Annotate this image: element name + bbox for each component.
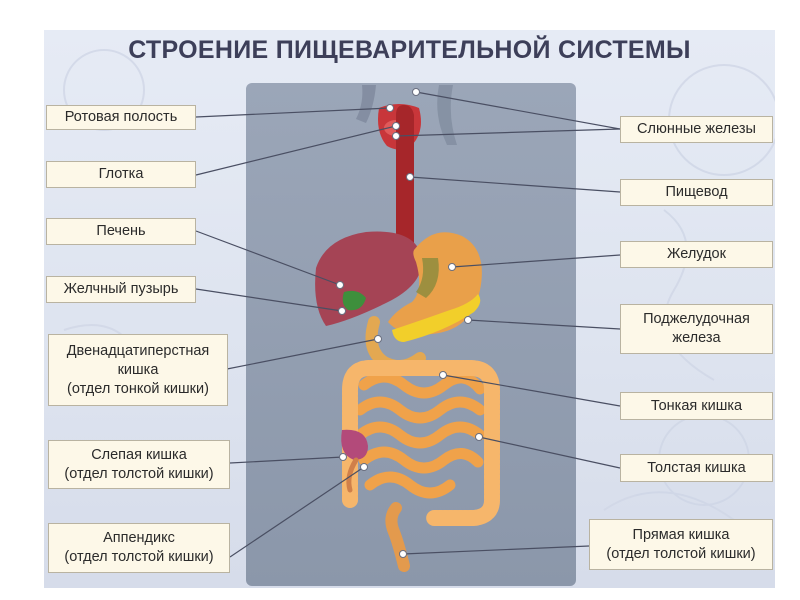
head-silhouette	[356, 85, 376, 123]
label-esophagus: Пищевод	[620, 179, 773, 206]
diagram-canvas: СТРОЕНИЕ ПИЩЕВАРИТЕЛЬНОЙ СИСТЕМЫ	[44, 30, 775, 588]
stomach-inner-shape	[416, 258, 439, 298]
cecum-shape	[341, 429, 368, 460]
label-pharynx: Глотка	[46, 161, 196, 188]
label-salivary-glands: Слюнные железы	[620, 116, 773, 143]
esophagus-shape	[396, 105, 414, 257]
diagram-title: СТРОЕНИЕ ПИЩЕВАРИТЕЛЬНОЙ СИСТЕМЫ	[128, 36, 691, 64]
neck-silhouette	[437, 85, 457, 145]
label-duodenum: Двенадцатиперстная кишка (отдел тонкой к…	[48, 334, 228, 406]
label-stomach: Желудок	[620, 241, 773, 268]
large-intestine-shape	[342, 360, 500, 526]
label-oral-cavity: Ротовая полость	[46, 105, 196, 130]
pancreas-shape	[392, 294, 481, 342]
label-appendix: Аппендикс (отдел толстой кишки)	[48, 523, 230, 573]
label-rectum: Прямая кишка (отдел толстой кишки)	[589, 519, 773, 570]
label-gallbladder: Желчный пузырь	[46, 276, 196, 303]
label-pancreas: Поджелудочная железа	[620, 304, 773, 354]
label-cecum: Слепая кишка (отдел толстой кишки)	[48, 440, 230, 489]
small-intestine-shape	[354, 371, 486, 499]
rectum-shape	[385, 502, 410, 572]
label-small-intestine: Тонкая кишка	[620, 392, 773, 420]
gallbladder-shape	[342, 290, 366, 311]
label-large-intestine: Толстая кишка	[620, 454, 773, 482]
label-liver: Печень	[46, 218, 196, 245]
